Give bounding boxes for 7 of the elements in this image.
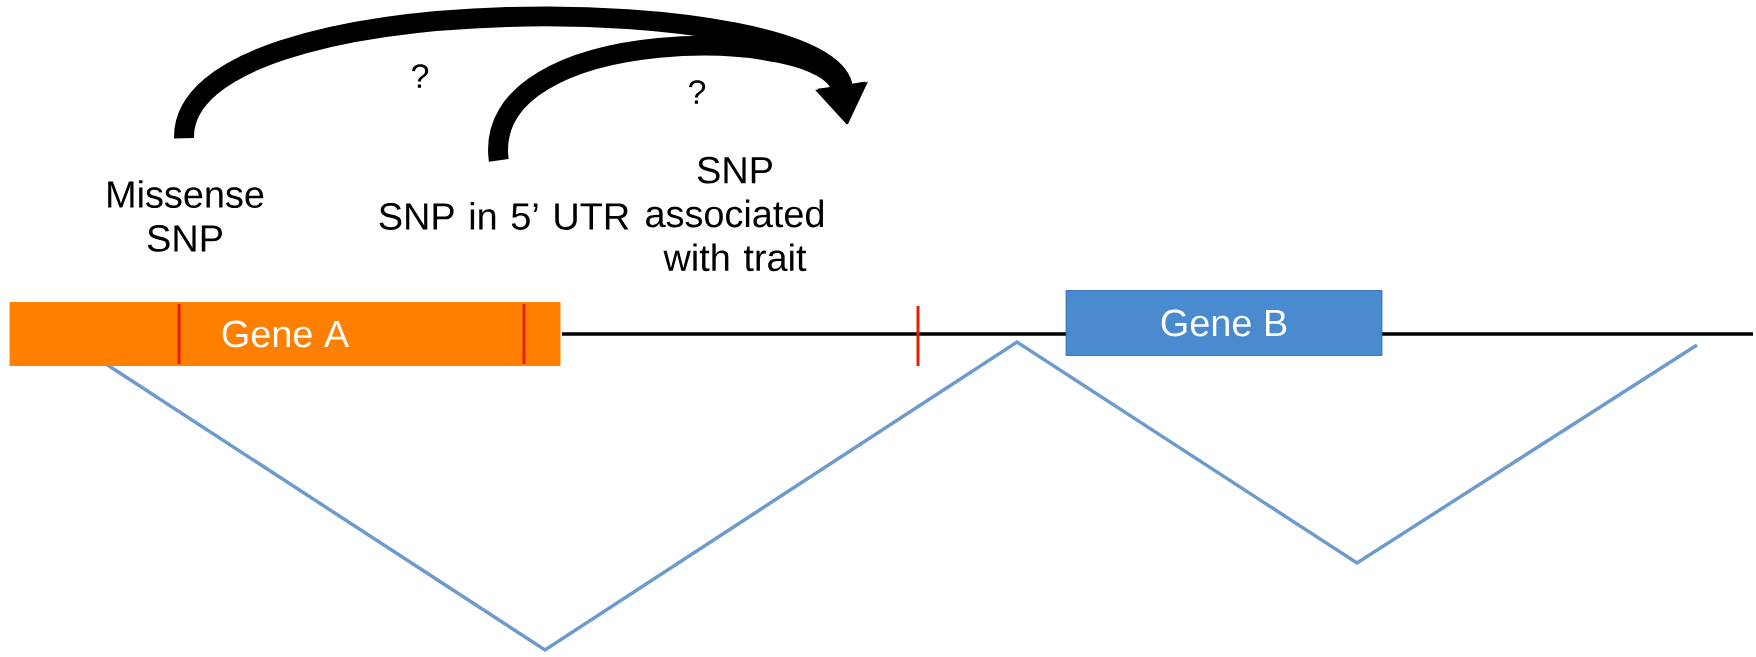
edge-label: ? [409, 63, 431, 89]
gene-box: Gene A [9, 302, 561, 366]
snp-label: SNP associated with trait [646, 156, 824, 272]
snp-label: Missense SNP [108, 180, 264, 252]
gene-box: Gene B [1065, 290, 1383, 356]
snp-label: SNP in 5’ UTR [379, 202, 629, 230]
edge-label: ? [686, 79, 708, 105]
